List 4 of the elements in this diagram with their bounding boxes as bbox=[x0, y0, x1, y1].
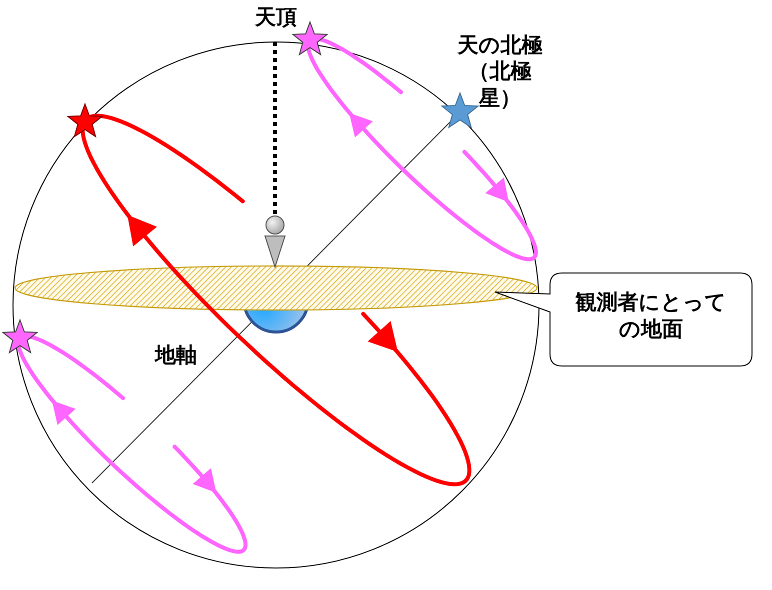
callout-text: 観測者にとっての地面 bbox=[574, 289, 728, 344]
label: 天頂 bbox=[255, 4, 297, 30]
label: 天の北極（北極星） bbox=[456, 32, 544, 111]
label: 地軸 bbox=[155, 342, 197, 368]
